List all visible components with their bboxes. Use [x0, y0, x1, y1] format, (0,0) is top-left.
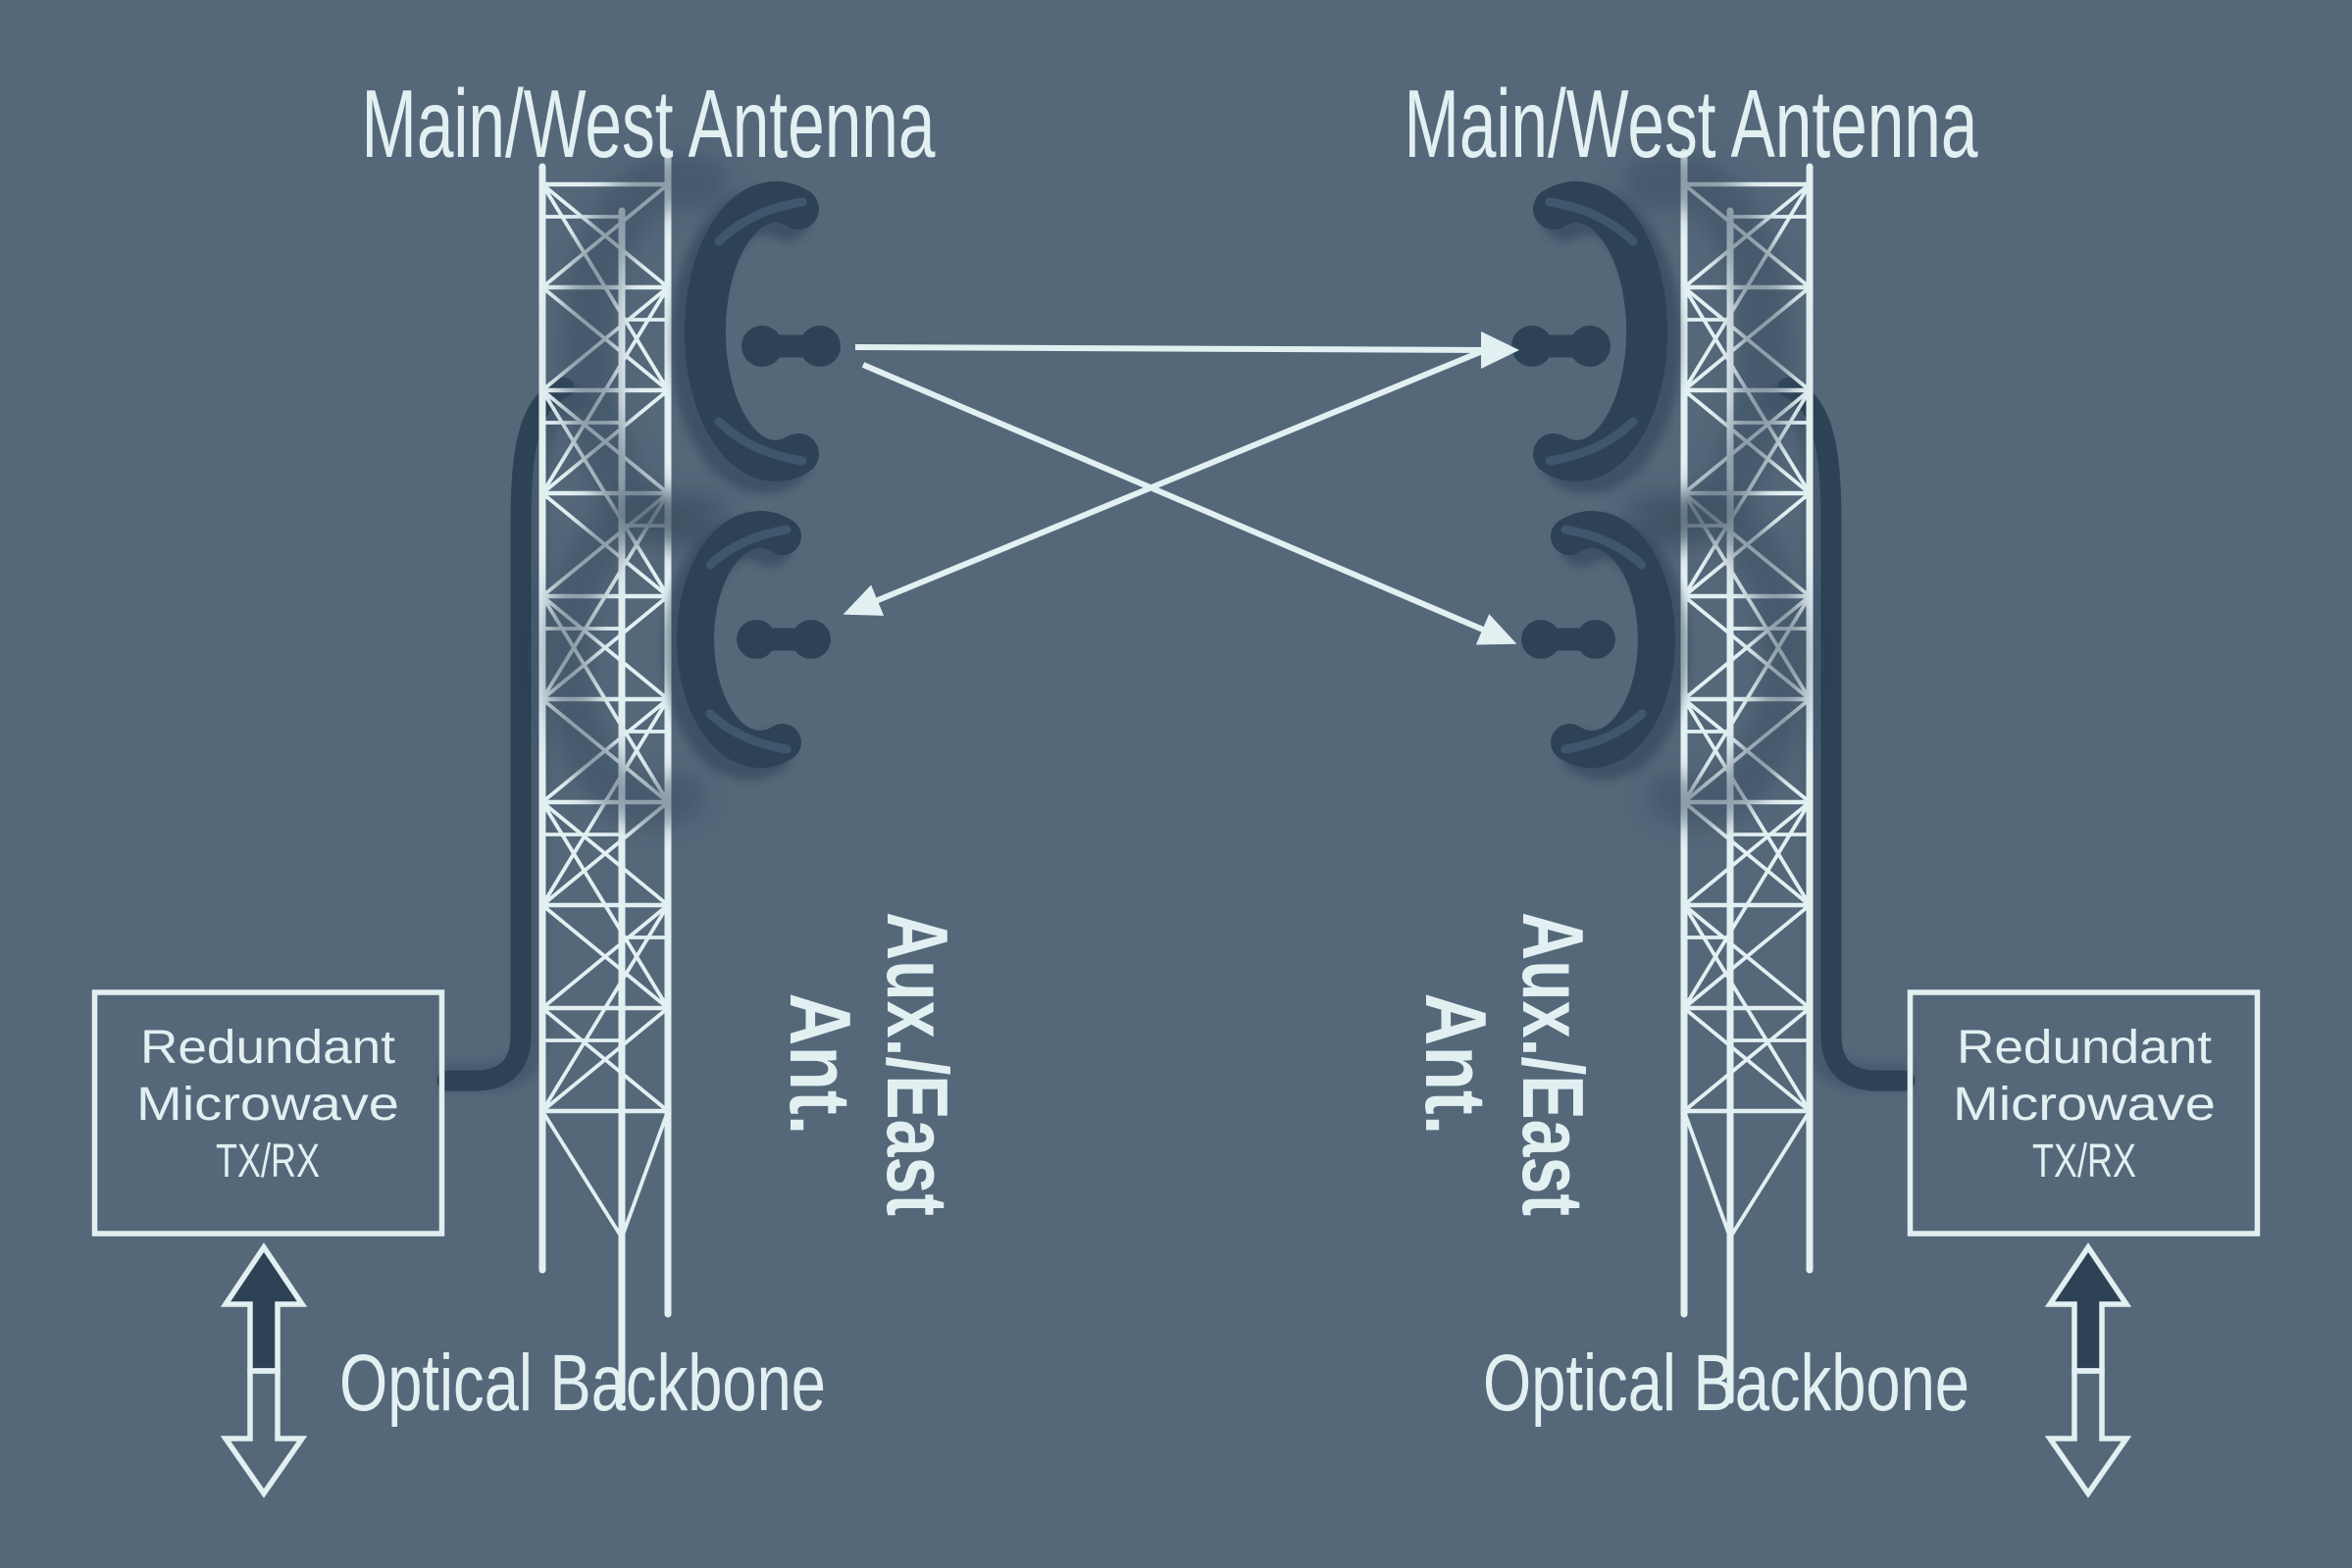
main-west-antenna-label-left: Main/West Antenna — [362, 70, 936, 177]
cross-link-arrow-to-left-aux — [843, 347, 1487, 616]
redundant-microwave-box-left-label: Redundant Microwave TX/RX — [136, 1022, 399, 1188]
feed-horn — [741, 326, 841, 367]
box-right-line3: TX/RX — [2032, 1136, 2136, 1188]
feed-horn — [1511, 326, 1611, 367]
main-link-arrow — [854, 344, 1486, 353]
optical-backbone-label-right: Optical Backbone — [1483, 1339, 1969, 1428]
feed-horn — [737, 620, 831, 659]
microwave-links — [843, 331, 1519, 645]
box-left-line3: TX/RX — [216, 1136, 320, 1188]
box-right-line2: Microwave — [1953, 1079, 2216, 1131]
box-left-line2: Microwave — [136, 1079, 399, 1131]
aux-label-right-line2: Ant. — [1407, 993, 1505, 1136]
right-main-west-dish — [1511, 181, 1682, 493]
coax-cable-right — [1765, 377, 1916, 1091]
redundant-microwave-box-right-label: Redundant Microwave TX/RX — [1953, 1022, 2216, 1188]
dish-shadows — [543, 152, 1809, 828]
box-right-line1: Redundant — [1957, 1022, 2212, 1074]
aux-east-antenna-label-left: Aux./East Ant. — [772, 912, 966, 1216]
box-left-line1: Redundant — [140, 1022, 395, 1074]
redundant-microwave-box-right — [1907, 989, 2261, 1237]
optical-backbone-label-left: Optical Backbone — [339, 1339, 826, 1428]
main-west-antenna-label-right: Main/West Antenna — [1405, 70, 1978, 177]
feed-horn — [1521, 620, 1615, 659]
optical-backbone-arrow-left — [220, 1242, 308, 1498]
redundant-microwave-box-left — [91, 989, 445, 1237]
optical-backbone-arrow-right — [2044, 1242, 2132, 1498]
aux-east-antenna-label-right: Aux./East Ant. — [1407, 912, 1602, 1216]
aux-label-left-line2: Ant. — [772, 993, 869, 1136]
left-main-west-dish — [670, 181, 841, 493]
aux-label-right-line1: Aux./East — [1505, 912, 1602, 1216]
cross-link-arrow-to-right-aux — [861, 362, 1517, 645]
left-aux-east-dish — [663, 511, 831, 780]
right-aux-east-dish — [1521, 511, 1689, 780]
main-link-arrowhead — [1481, 331, 1519, 369]
coax-cable-left — [436, 377, 587, 1091]
aux-label-left-line1: Aux./East — [869, 912, 966, 1216]
